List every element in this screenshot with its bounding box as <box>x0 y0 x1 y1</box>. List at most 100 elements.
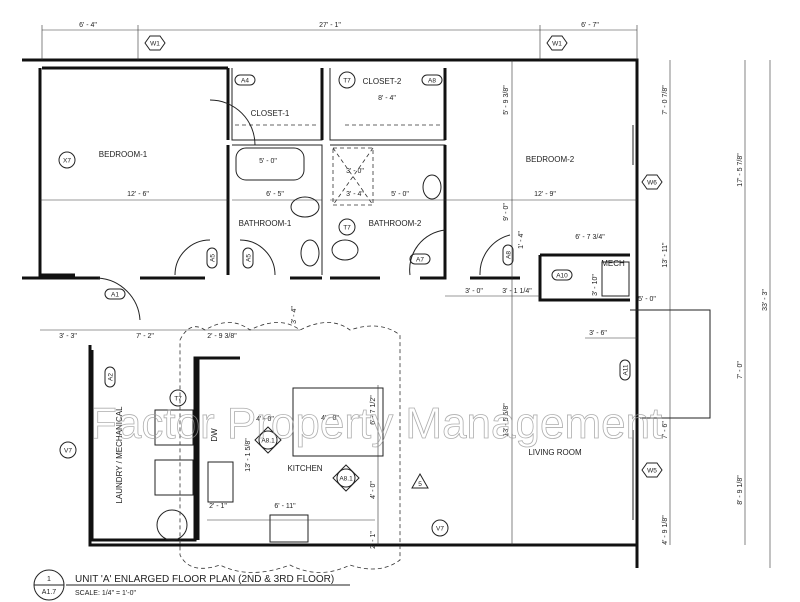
elevation-tag-label: A8.1 <box>339 476 353 483</box>
dimension-label: 12' - 6" <box>127 191 149 198</box>
door-tag: A4 <box>234 74 256 86</box>
dimension-label: 4' - 0" <box>370 481 377 499</box>
dimension-label: 8' - 4" <box>378 95 396 102</box>
room-label: KITCHEN <box>287 464 322 473</box>
dimension-label: 6' - 5" <box>266 191 284 198</box>
circle-tag: T7 <box>338 218 356 236</box>
room-label: DW <box>210 428 219 442</box>
door-tag: A7 <box>409 253 431 265</box>
door-tag-label: A7 <box>416 257 424 264</box>
dimension-label: 13' - 11" <box>662 242 669 268</box>
dimension-label: 12' - 9" <box>534 191 556 198</box>
room-label: MECH <box>601 259 625 268</box>
dimension-label: 7' - 2" <box>136 333 154 340</box>
dimension-label: 8' - 9 1/8" <box>737 475 744 505</box>
room-label: BEDROOM-1 <box>99 150 148 159</box>
door-tag-label: A4 <box>241 78 249 85</box>
dimension-label: 7' - 0 7/8" <box>662 85 669 115</box>
revision-tag-label: 5 <box>418 481 422 488</box>
dimension-label: 33' - 3" <box>762 289 769 311</box>
dimension-label: 5' - 0" <box>391 191 409 198</box>
room-label: LIVING ROOM <box>528 448 582 457</box>
dimension-label: 4' - 0" <box>256 416 274 423</box>
dimension-label: 2' - 9 3/8" <box>207 333 237 340</box>
dimension-label: 9' - 0" <box>503 203 510 221</box>
door-tag: A10 <box>551 269 573 281</box>
circle-tag-label: T7 <box>343 225 351 232</box>
elevation-tag-label: A8.1 <box>261 438 275 445</box>
dimension-label: 17' - 5 7/8" <box>737 153 744 187</box>
dimension-label: 3' - 1 1/4" <box>502 288 532 295</box>
dimension-label: 2' - 1" <box>370 531 377 549</box>
room-label: BATHROOM-2 <box>369 219 422 228</box>
dimension-label: 3' - 0" <box>465 288 483 295</box>
door-tag: A8 <box>502 244 514 266</box>
circle-tag: T7 <box>338 71 356 89</box>
door-tag: A5 <box>242 247 254 269</box>
dimension-label: 3' - 4" <box>346 191 364 198</box>
room-label: LAUNDRY / MECHANICAL <box>115 406 124 504</box>
dimension-label: 3' - 0" <box>346 168 364 175</box>
dimension-label: 7' - 6" <box>662 421 669 439</box>
dimension-lines <box>40 25 771 568</box>
circle-tag: V7 <box>59 441 77 459</box>
door-tag-label: A1 <box>111 292 119 299</box>
door-tag-label: A5 <box>246 254 253 262</box>
dimension-label: 3' - 6" <box>589 330 607 337</box>
door-tag-label: A5 <box>210 254 217 262</box>
circle-tag-label: T7 <box>343 78 351 85</box>
dimension-label: 13' - 1 5/8" <box>245 438 252 472</box>
circle-tag: V7 <box>431 519 449 537</box>
dimension-label: 3' - 10" <box>592 274 599 296</box>
window-tag-label: W1 <box>552 41 562 48</box>
dimension-label: 5' - 9 3/8" <box>503 85 510 115</box>
circle-tag-label: V7 <box>436 526 444 533</box>
dimension-label: 7' - 0" <box>737 361 744 379</box>
room-label: CLOSET-1 <box>251 109 290 118</box>
door-tag-label: A10 <box>556 273 568 280</box>
dimension-label: 3' - 3" <box>59 333 77 340</box>
door-tag-label: A2 <box>108 373 115 381</box>
dimension-label: 2' - 1" <box>209 503 227 510</box>
room-label: CLOSET-2 <box>363 77 402 86</box>
dimension-label: 27' - 1" <box>319 22 341 29</box>
dimension-label: 4' - 0" <box>321 415 339 422</box>
door-tag: A2 <box>104 366 116 388</box>
dimension-label: 13' - 5 5/8" <box>503 403 510 437</box>
dimension-label: 6' - 7 3/4" <box>575 234 605 241</box>
door-tag: A1 <box>104 288 126 300</box>
drawing-title: UNIT 'A' ENLARGED FLOOR PLAN (2ND & 3RD … <box>75 574 334 585</box>
dimension-label: 6' - 7" <box>581 22 599 29</box>
dimension-label: 5' - 0" <box>259 158 277 165</box>
dimension-label: 6' - 7 1/2" <box>370 395 377 425</box>
dimension-label: 6' - 4" <box>79 22 97 29</box>
window-tag: W1 <box>546 35 568 51</box>
circle-tag-label: V7 <box>64 448 72 455</box>
dimension-label: 3' - 4" <box>291 306 298 324</box>
door-tag-label: A8 <box>506 251 513 259</box>
room-label: BEDROOM-2 <box>526 155 575 164</box>
circle-tag: T7 <box>169 389 187 407</box>
door-tag: A11 <box>619 359 631 381</box>
door-tag-label: A8 <box>428 78 436 85</box>
dimension-label: 4' - 9 1/8" <box>662 515 669 545</box>
window-tag-label: W6 <box>647 180 657 187</box>
detail-number: 1 <box>47 576 51 583</box>
drawing-scale: SCALE: 1/4" = 1'-0" <box>75 590 136 597</box>
door-tag: A5 <box>206 247 218 269</box>
elevation-marker: A8.1 <box>332 464 360 492</box>
door-tag-label: A11 <box>623 364 630 375</box>
door-tag: A8 <box>421 74 443 86</box>
circle-tag-label: X7 <box>63 158 71 165</box>
window-tag: W1 <box>144 35 166 51</box>
dimension-label: 5' - 0" <box>638 296 656 303</box>
window-tag: W6 <box>641 174 663 190</box>
watermark: Factor Property Management <box>90 399 662 448</box>
room-label: BATHROOM-1 <box>239 219 292 228</box>
fixtures <box>97 99 630 573</box>
sheet-number: A1.7 <box>42 589 57 596</box>
title-block: 1 A1.7 UNIT 'A' ENLARGED FLOOR PLAN (2ND… <box>33 569 350 601</box>
dimension-label: 1' - 4" <box>518 231 525 249</box>
dimension-label: 6' - 11" <box>274 503 296 510</box>
